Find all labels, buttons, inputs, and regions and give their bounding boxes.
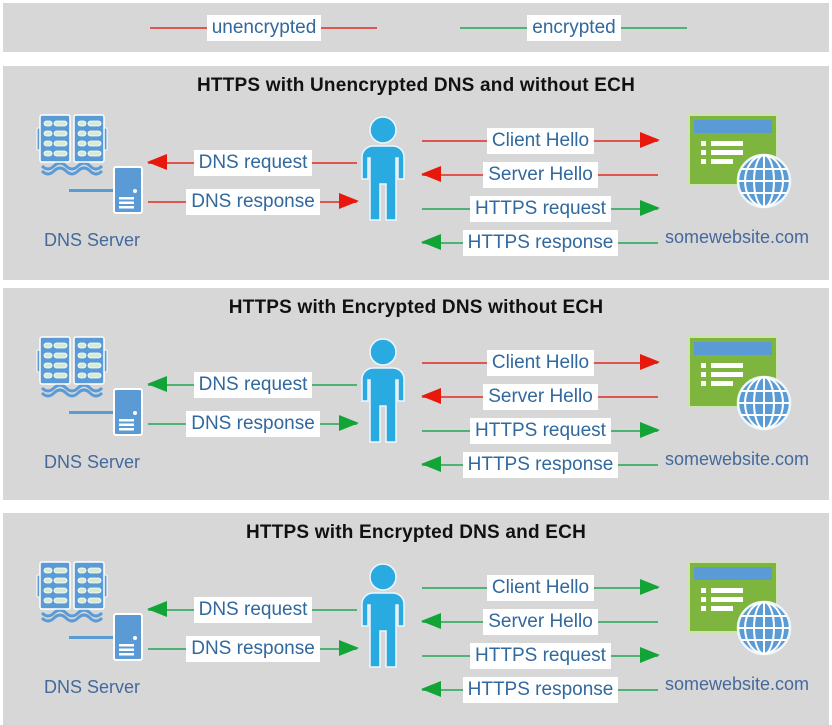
arrowhead-icon [640, 132, 660, 148]
arrow-label: DNS request [193, 597, 313, 623]
person-icon [355, 116, 411, 222]
arrow-label: HTTPS response [462, 452, 619, 478]
client-hello-arrow: Client Hello [422, 349, 660, 377]
arrow-label: Server Hello [483, 609, 598, 635]
dns-server-caption: DNS Server [44, 452, 141, 472]
arrowhead-icon [421, 388, 441, 404]
book-server-connector-line [69, 411, 115, 414]
arrow-label: Server Hello [483, 384, 598, 410]
person-icon [355, 338, 411, 444]
arrowhead-icon [421, 681, 441, 697]
dns-server-icon [113, 388, 143, 436]
arrow-label: Client Hello [486, 128, 595, 154]
arrow-label: Server Hello [483, 162, 598, 188]
dns-server-icon [113, 613, 143, 661]
dns-server-caption: DNS Server [44, 230, 141, 250]
dns-request-arrow: DNS request [147, 149, 358, 177]
https-request-arrow: HTTPS request [422, 195, 660, 223]
https-request-arrow: HTTPS request [422, 642, 660, 670]
dns-request-arrow: DNS request [147, 371, 358, 399]
https-request-arrow: HTTPS request [422, 417, 660, 445]
arrowhead-icon [147, 376, 167, 392]
https-response-arrow: HTTPS response [421, 676, 659, 704]
legend-label: encrypted [527, 15, 621, 41]
arrowhead-icon [640, 647, 660, 663]
arrow-label: Client Hello [486, 350, 595, 376]
arrowhead-icon [421, 166, 441, 182]
https-response-arrow: HTTPS response [421, 229, 659, 257]
website-icon [688, 561, 792, 656]
dns-server-icon [113, 166, 143, 214]
arrow-label: DNS response [186, 636, 320, 662]
arrowhead-icon [147, 601, 167, 617]
diagram-panel-encrypted-dns-no-ech: HTTPS with Encrypted DNS without ECH DNS… [3, 288, 829, 500]
arrowhead-icon [640, 579, 660, 595]
panel-title: HTTPS with Encrypted DNS and ECH [246, 522, 586, 543]
arrowhead-icon [640, 422, 660, 438]
server-hello-arrow: Server Hello [421, 383, 659, 411]
website-caption: somewebsite.com [665, 227, 810, 247]
diagram-panel-unencrypted-dns-no-ech: HTTPS with Unencrypted DNS and without E… [3, 66, 829, 280]
website-caption: somewebsite.com [665, 449, 810, 469]
arrow-label: Client Hello [486, 575, 595, 601]
dns-response-arrow: DNS response [148, 635, 359, 663]
arrow-label: DNS response [186, 189, 320, 215]
arrow-label: DNS response [186, 411, 320, 437]
client-hello-arrow: Client Hello [422, 574, 660, 602]
address-book-icon [36, 114, 108, 176]
arrow-label: HTTPS request [470, 418, 611, 444]
arrowhead-icon [339, 193, 359, 209]
arrow-label: DNS request [193, 372, 313, 398]
arrow-label: HTTPS response [462, 677, 619, 703]
arrowhead-icon [147, 154, 167, 170]
legend-item-unencrypted: unencrypted [150, 14, 378, 42]
arrow-label: HTTPS request [470, 643, 611, 669]
panel-title: HTTPS with Encrypted DNS without ECH [228, 297, 604, 318]
address-book-icon [36, 336, 108, 398]
https-response-arrow: HTTPS response [421, 451, 659, 479]
legend-item-encrypted: encrypted [460, 14, 688, 42]
arrowhead-icon [640, 354, 660, 370]
arrowhead-icon [421, 613, 441, 629]
dns-response-arrow: DNS response [148, 188, 359, 216]
arrow-label: HTTPS response [462, 230, 619, 256]
client-hello-arrow: Client Hello [422, 127, 660, 155]
legend-panel: unencrypted encrypted [3, 3, 829, 52]
person-icon [355, 563, 411, 669]
arrow-label: DNS request [193, 150, 313, 176]
arrowhead-icon [421, 456, 441, 472]
address-book-icon [36, 561, 108, 623]
website-icon [688, 114, 792, 209]
dns-server-caption: DNS Server [44, 677, 141, 697]
arrowhead-icon [339, 415, 359, 431]
arrowhead-icon [640, 200, 660, 216]
arrowhead-icon [339, 640, 359, 656]
server-hello-arrow: Server Hello [421, 608, 659, 636]
server-hello-arrow: Server Hello [421, 161, 659, 189]
legend-label: unencrypted [206, 15, 322, 41]
dns-request-arrow: DNS request [147, 596, 358, 624]
website-icon [688, 336, 792, 431]
arrowhead-icon [421, 234, 441, 250]
arrow-label: HTTPS request [470, 196, 611, 222]
book-server-connector-line [69, 189, 115, 192]
diagram-panel-encrypted-dns-and-ech: HTTPS with Encrypted DNS and ECH DNS Ser… [3, 513, 829, 725]
panel-title: HTTPS with Unencrypted DNS and without E… [196, 75, 635, 96]
dns-response-arrow: DNS response [148, 410, 359, 438]
website-caption: somewebsite.com [665, 674, 810, 694]
book-server-connector-line [69, 636, 115, 639]
